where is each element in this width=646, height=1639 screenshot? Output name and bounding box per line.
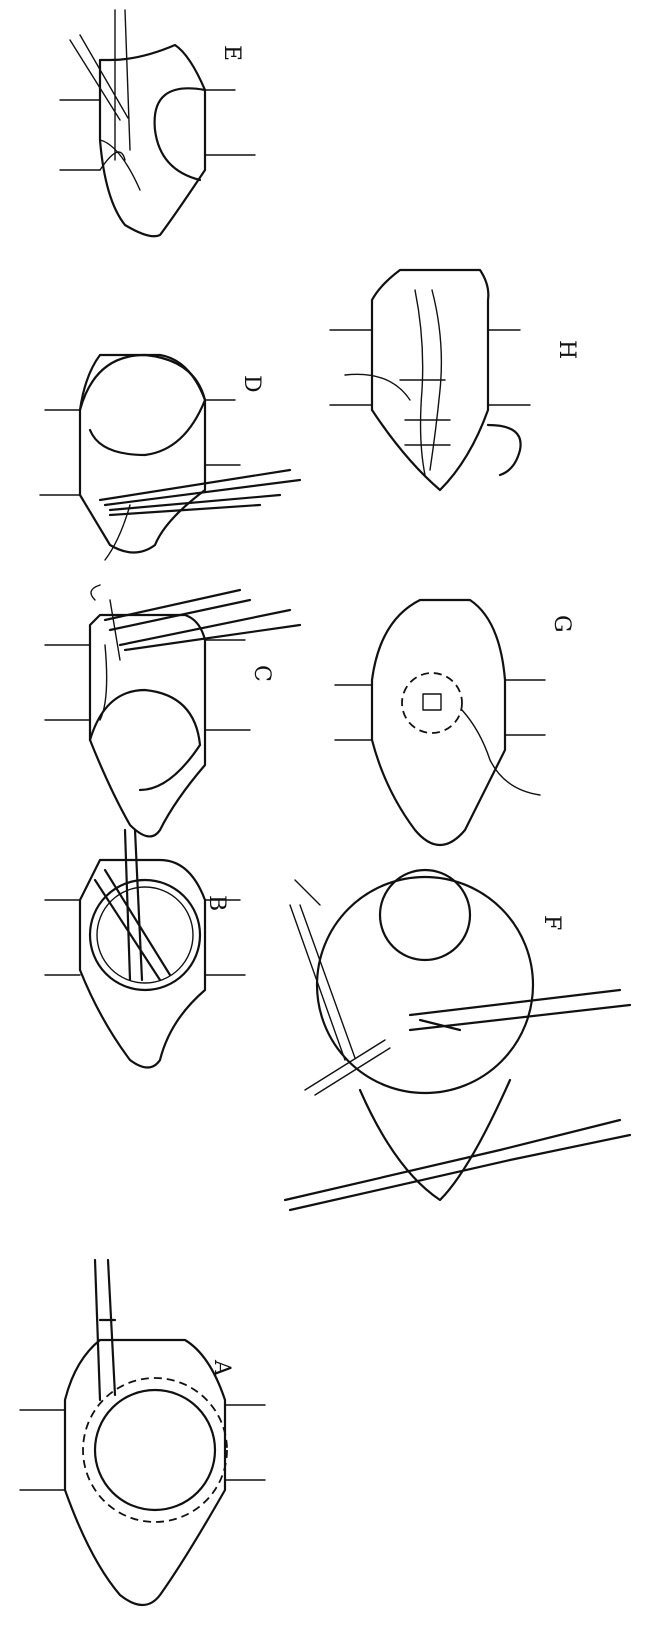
panel-d: D bbox=[40, 355, 300, 560]
panel-label-b: B bbox=[204, 895, 229, 911]
panel-label-c: C bbox=[249, 665, 274, 682]
panel-label-g: G bbox=[549, 615, 574, 633]
panel-c: C bbox=[45, 585, 300, 836]
panel-b: B bbox=[45, 830, 245, 1068]
panel-label-a: A bbox=[209, 1359, 234, 1377]
panel-a: A bbox=[20, 1260, 265, 1605]
panel-label-e: E bbox=[219, 45, 244, 61]
panel-h: H bbox=[330, 270, 579, 490]
panel-e: E bbox=[60, 10, 255, 236]
panel-label-f: F bbox=[539, 915, 564, 930]
panel-label-h: H bbox=[554, 340, 579, 359]
panel-label-d: D bbox=[239, 375, 264, 393]
panel-f: F bbox=[285, 870, 630, 1210]
panel-g: G bbox=[335, 600, 574, 845]
